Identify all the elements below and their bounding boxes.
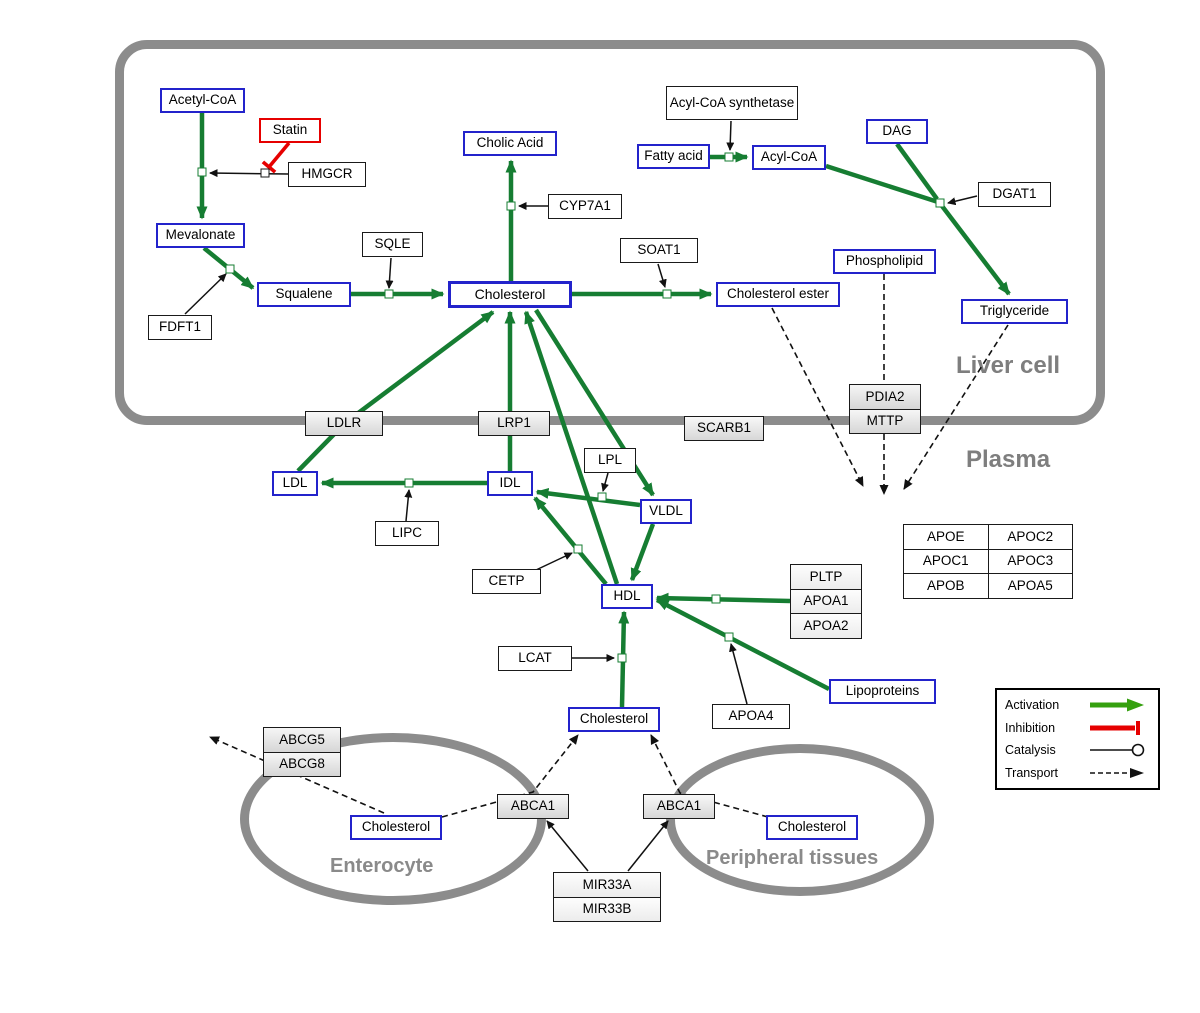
node-cholic-acid[interactable]: Cholic Acid [463, 131, 557, 156]
legend-transport-label: Transport [1005, 765, 1059, 780]
node-cholesterol-ester[interactable]: Cholesterol ester [716, 282, 840, 307]
node-pltp-apoa-cell-apoa1[interactable]: APOA1 [790, 588, 862, 615]
legend-activation-label: Activation [1005, 698, 1060, 713]
node-soat1[interactable]: SOAT1 [620, 238, 698, 263]
node-apo-table-cell-apoc1[interactable]: APOC1 [903, 548, 989, 575]
node-pltp-apoa-cell-pltp[interactable]: PLTP [790, 564, 862, 590]
enterocyte-region [240, 733, 546, 905]
node-triglyceride[interactable]: Triglyceride [961, 299, 1068, 324]
node-abca1-enterocyte[interactable]: ABCA1 [497, 794, 569, 819]
legend: Activation Inhibition Catalysis Transpor… [995, 688, 1160, 790]
legend-row-transport: Transport [1005, 765, 1150, 781]
node-ldlr[interactable]: LDLR [305, 411, 383, 436]
node-acetyl-coa[interactable]: Acetyl-CoA [160, 88, 245, 113]
node-abcg5-abcg8-cell-abcg5[interactable]: ABCG5 [263, 727, 341, 753]
node-ldl[interactable]: LDL [272, 471, 318, 496]
node-abcg5-abcg8-cell-abcg8[interactable]: ABCG8 [263, 751, 341, 777]
node-cholesterol-plasma[interactable]: Cholesterol [568, 707, 660, 732]
inhibition-tbar-icon [1090, 720, 1140, 735]
node-abca1-peripheral[interactable]: ABCA1 [643, 794, 715, 819]
peripheral-tissues-label: Peripheral tissues [706, 847, 879, 869]
node-fatty-acid[interactable]: Fatty acid [637, 144, 710, 169]
node-dag[interactable]: DAG [866, 119, 928, 144]
node-lrp1[interactable]: LRP1 [478, 411, 550, 436]
node-pdia2-mttp-cell-mttp[interactable]: MTTP [849, 408, 921, 434]
node-apoa4[interactable]: APOA4 [712, 704, 790, 729]
node-scarb1[interactable]: SCARB1 [684, 416, 764, 441]
node-apo-table-cell-apoe[interactable]: APOE [903, 524, 989, 550]
peripheral-tissues-region [666, 744, 934, 896]
node-vldl[interactable]: VLDL [640, 499, 692, 524]
node-mir33-cell-mir33b[interactable]: MIR33B [553, 896, 661, 922]
node-acyl-coa-synthetase[interactable]: Acyl-CoA synthetase [666, 86, 798, 120]
node-cyp7a1[interactable]: CYP7A1 [548, 194, 622, 219]
node-apo-table-cell-apoc3[interactable]: APOC3 [987, 548, 1073, 575]
node-apo-table-cell-apoa5[interactable]: APOA5 [987, 573, 1073, 600]
node-hdl[interactable]: HDL [601, 584, 653, 609]
node-sqle[interactable]: SQLE [362, 232, 423, 257]
node-idl[interactable]: IDL [487, 471, 533, 496]
legend-catalysis-label: Catalysis [1005, 743, 1056, 758]
node-lipc[interactable]: LIPC [375, 521, 439, 546]
node-fdft1[interactable]: FDFT1 [148, 315, 212, 340]
node-apo-table-cell-apob[interactable]: APOB [903, 573, 989, 600]
legend-row-inhibition: Inhibition [1005, 720, 1150, 736]
transport-dashed-arrow-icon [1090, 767, 1144, 778]
node-cholesterol-peripheral[interactable]: Cholesterol [766, 815, 858, 840]
legend-inhibition-label: Inhibition [1005, 720, 1056, 735]
node-cholesterol-enterocyte[interactable]: Cholesterol [350, 815, 442, 840]
legend-row-activation: Activation [1005, 697, 1150, 713]
node-pltp-apoa-cell-apoa2[interactable]: APOA2 [790, 613, 862, 640]
node-mevalonate[interactable]: Mevalonate [156, 223, 245, 248]
node-squalene[interactable]: Squalene [257, 282, 351, 307]
node-pdia2-mttp-cell-pdia2[interactable]: PDIA2 [849, 384, 921, 410]
node-apo-table-cell-apoc2[interactable]: APOC2 [987, 524, 1073, 550]
node-phospholipid[interactable]: Phospholipid [833, 249, 936, 274]
node-cholesterol-liver[interactable]: Cholesterol [448, 281, 572, 308]
catalysis-circle-icon [1090, 743, 1145, 757]
node-hmgcr[interactable]: HMGCR [288, 162, 366, 187]
node-dgat1[interactable]: DGAT1 [978, 182, 1051, 207]
node-lipoproteins[interactable]: Lipoproteins [829, 679, 936, 704]
legend-row-catalysis: Catalysis [1005, 742, 1150, 758]
enterocyte-label: Enterocyte [330, 855, 434, 877]
node-statin[interactable]: Statin [259, 118, 321, 143]
activation-arrow-icon [1090, 698, 1144, 712]
node-lpl[interactable]: LPL [584, 448, 636, 473]
node-mir33-cell-mir33a[interactable]: MIR33A [553, 872, 661, 898]
node-cetp[interactable]: CETP [472, 569, 541, 594]
node-lcat[interactable]: LCAT [498, 646, 572, 671]
node-acyl-coa[interactable]: Acyl-CoA [752, 145, 826, 170]
